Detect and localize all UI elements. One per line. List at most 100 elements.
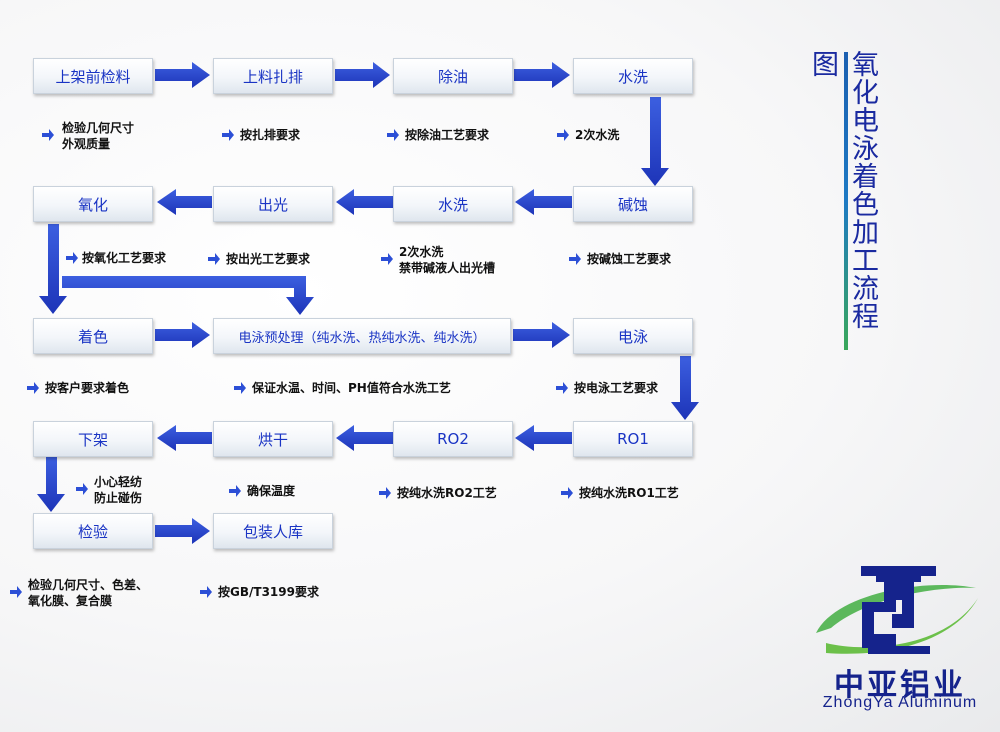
note-line: 按电泳工艺要求 [574, 381, 659, 395]
step-box-electrophoresis-pretreatment: 电泳预处理（纯水洗、热纯水洗、纯水洗） [213, 318, 511, 354]
step-label: 着色 [77, 327, 108, 346]
note-line: 按纯水洗RO1工艺 [579, 486, 679, 500]
step-label: 除油 [437, 67, 468, 86]
note-line: 小心轻纺 [94, 475, 143, 489]
step-label: RO1 [617, 430, 649, 448]
bullet-arrow-icon [229, 485, 241, 497]
step-box-anodize: 氧化 [33, 186, 153, 222]
step-box-inspection: 检验 [33, 513, 153, 549]
note-line: 2次水洗 [399, 245, 444, 259]
arrow-down [37, 457, 65, 512]
note-line: 确保温度 [247, 484, 296, 498]
note-line: 检验几何尺寸 [62, 121, 135, 135]
step-label: RO2 [437, 430, 469, 448]
note-line: 按碱蚀工艺要求 [587, 252, 672, 266]
arrow-left [157, 189, 212, 215]
step-note: 2次水洗 [557, 127, 619, 143]
step-note: 按纯水洗RO1工艺 [561, 485, 679, 501]
arrow-left [515, 189, 572, 215]
step-box-brighten: 出光 [213, 186, 333, 222]
step-label: 电泳 [617, 327, 648, 346]
step-note: 按客户要求着色 [27, 380, 129, 396]
page-title: 氧化电泳着色加工流程图 [802, 50, 878, 350]
note-line: 氧化膜、复合膜 [28, 594, 113, 608]
note-line: 按氧化工艺要求 [82, 251, 167, 265]
arrow-right [335, 62, 390, 88]
step-box-ro1: RO1 [573, 421, 693, 457]
bullet-arrow-icon [387, 129, 399, 141]
note-line: 2次水洗 [575, 128, 620, 142]
step-label: 水洗 [437, 195, 468, 214]
step-note: 按出光工艺要求 [208, 251, 310, 267]
step-label: 水洗 [617, 67, 648, 86]
step-label: 烘干 [257, 430, 288, 449]
arrow-down [671, 356, 699, 420]
bullet-arrow-icon [561, 487, 573, 499]
step-label: 包装人库 [242, 522, 303, 541]
step-note: 按纯水洗RO2工艺 [379, 485, 497, 501]
arrow-right [155, 322, 210, 348]
step-label: 上架前检料 [55, 67, 131, 86]
step-box-degrease: 除油 [393, 58, 513, 94]
bullet-arrow-icon [557, 129, 569, 141]
step-note: 按碱蚀工艺要求 [569, 251, 671, 267]
step-box-rinse-1: 水洗 [573, 58, 693, 94]
arrow-left [336, 425, 393, 451]
step-box-ro2: RO2 [393, 421, 513, 457]
brand-name-cn: 中亚铝业 [834, 668, 966, 703]
bullet-arrow-icon [200, 586, 212, 598]
arrow-branch [62, 276, 314, 315]
arrow-down [641, 97, 669, 186]
step-label: 氧化 [77, 195, 108, 214]
step-note: 检验几何尺寸 外观质量 [42, 120, 134, 152]
bullet-arrow-icon [234, 382, 246, 394]
step-note: 保证水温、时间、PH值符合水洗工艺 [234, 380, 451, 396]
note-line: 禁带碱液人出光槽 [399, 261, 496, 275]
arrow-right [155, 518, 210, 544]
note-line: 按除油工艺要求 [405, 128, 490, 142]
brand-name-en: ZhongYa Aluminum [822, 694, 978, 711]
note-line: 外观质量 [62, 137, 111, 151]
step-note: 按电泳工艺要求 [556, 380, 658, 396]
note-line: 按GB/T3199要求 [218, 585, 319, 599]
bullet-arrow-icon [222, 129, 234, 141]
bullet-arrow-icon [27, 382, 39, 394]
bullet-arrow-icon [381, 253, 393, 265]
step-label: 上料扎排 [242, 67, 303, 86]
arrow-left [515, 425, 572, 451]
note-line: 防止碰伤 [94, 491, 143, 505]
page-title-text: 氧化电泳着色加工流程图 [807, 50, 878, 330]
note-line: 保证水温、时间、PH值符合水洗工艺 [252, 381, 451, 395]
step-box-racking: 上料扎排 [213, 58, 333, 94]
step-box-drying: 烘干 [213, 421, 333, 457]
bullet-arrow-icon [556, 382, 568, 394]
step-box-coloring: 着色 [33, 318, 153, 354]
step-box-alkali-etch: 碱蚀 [573, 186, 693, 222]
bullet-arrow-icon [379, 487, 391, 499]
bullet-arrow-icon [76, 483, 88, 495]
step-box-rinse-2: 水洗 [393, 186, 513, 222]
step-note: 按氧化工艺要求 [66, 250, 166, 266]
step-box-packing-storage: 包装人库 [213, 513, 333, 549]
note-line: 按扎排要求 [240, 128, 301, 142]
note-line: 检验几何尺寸、色差、 [28, 578, 149, 592]
step-box-inspect-before-rack: 上架前检料 [33, 58, 153, 94]
bullet-arrow-icon [208, 253, 220, 265]
bullet-arrow-icon [569, 253, 581, 265]
step-label: 下架 [77, 430, 108, 449]
note-line: 按客户要求着色 [45, 381, 130, 395]
arrow-left [336, 189, 393, 215]
step-note: 确保温度 [229, 483, 295, 499]
step-box-unrack: 下架 [33, 421, 153, 457]
step-note: 按除油工艺要求 [387, 127, 489, 143]
bullet-arrow-icon [10, 586, 22, 598]
title-accent-bar [844, 52, 848, 350]
arrow-right [155, 62, 210, 88]
note-line: 按出光工艺要求 [226, 252, 311, 266]
step-label: 检验 [77, 522, 108, 541]
step-box-electrophoresis: 电泳 [573, 318, 693, 354]
step-label: 出光 [257, 195, 288, 214]
zhongya-logo-icon [816, 566, 978, 654]
arrow-down [39, 224, 67, 314]
